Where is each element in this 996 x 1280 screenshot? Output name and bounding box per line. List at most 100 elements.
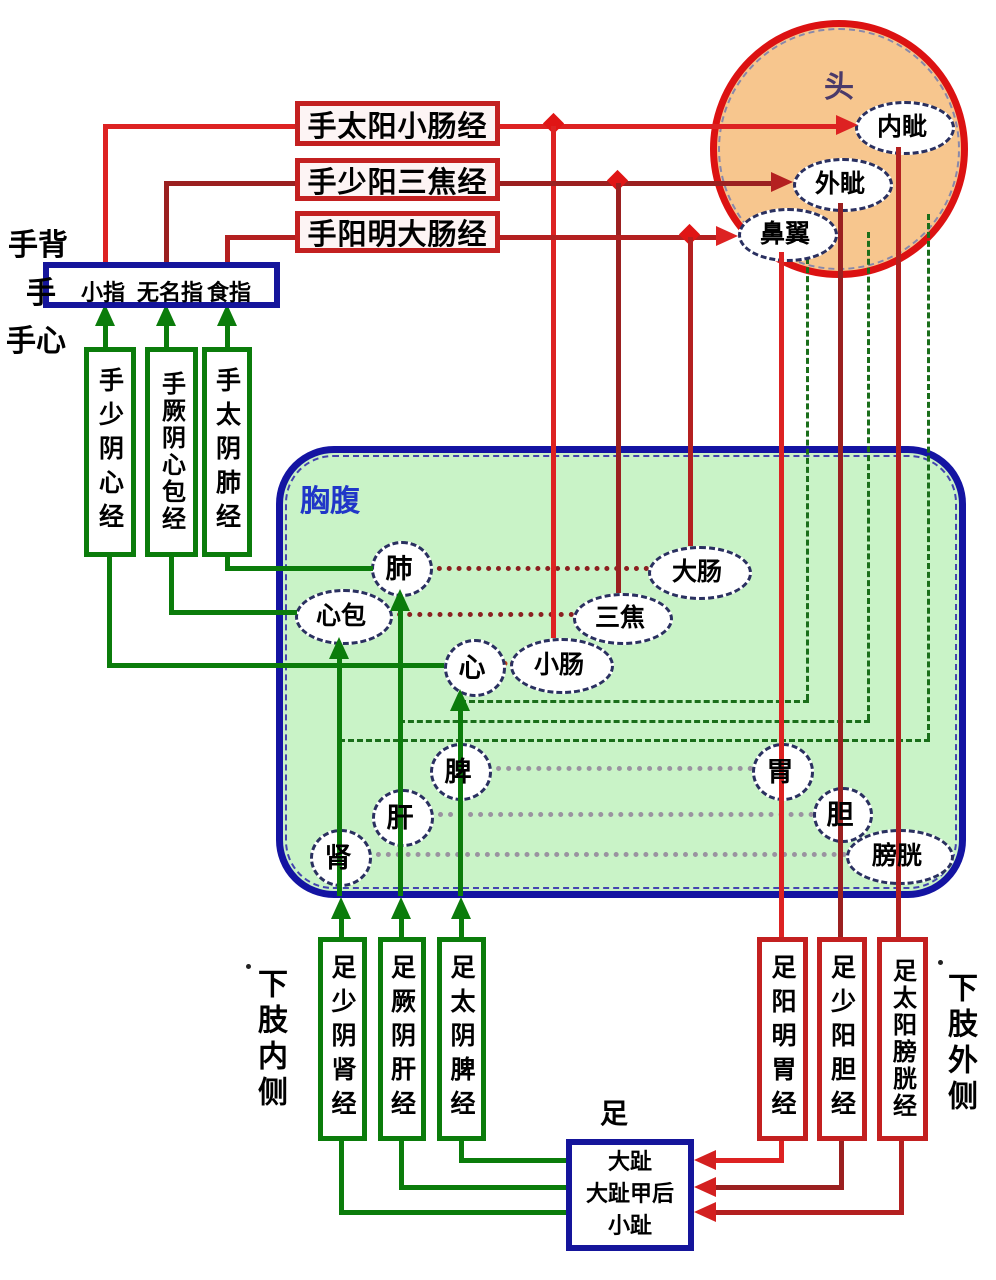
arrow-into-indexfinger (217, 304, 237, 326)
arrow-into-foot-littletoe (694, 1202, 716, 1222)
line-spleen-vertical (458, 711, 463, 896)
dotted-spleen-stomach (486, 766, 753, 771)
line-liver-vertical (398, 611, 403, 896)
arrow-stem-littlefinger (103, 326, 108, 347)
dotted-kidney-bladder (366, 852, 847, 857)
finger-label-ring: 无名指 (137, 281, 204, 306)
foot-yang-box-bladder: 足太阳膀胱经 (877, 937, 928, 1141)
dashed-branch-liver-horizontal (399, 720, 870, 723)
line-largeintestine-left (225, 235, 295, 240)
label-head: 头 (824, 70, 854, 105)
hand-yang-label-smallintestine: 手太阳小肠经 (307, 108, 488, 143)
line-tripleburner-left (164, 181, 295, 186)
label-leg-outer: 下肢外侧 (942, 972, 977, 1116)
foot-box: 大趾 大趾甲后 小趾 (566, 1139, 694, 1251)
line-gallbladder-to-foot-v (839, 1141, 844, 1190)
foot-yang-label-gallbladder: 足少阳胆经 (827, 954, 857, 1124)
line-smallintestine-down (551, 126, 556, 638)
label-leg-inner: 下肢内侧 (252, 968, 287, 1112)
line-kidney-vertical (337, 659, 342, 896)
arrow-spleenline-into-heart (450, 689, 470, 711)
arrow-liverline-into-lung (390, 589, 410, 611)
line-bladder-to-foot-h (716, 1210, 904, 1215)
arrow-kidneymeridian-into-torso (331, 897, 351, 919)
line-largeintestine-right (500, 235, 716, 240)
arrow-into-littlefinger (95, 304, 115, 326)
line-spleenmeridian-foot-h (459, 1158, 566, 1163)
foot-label-bigtoe: 大趾 (607, 1150, 652, 1175)
hand-yin-label-heart: 手少阴心经 (95, 367, 125, 537)
node-pericardium-label: 心包 (315, 601, 366, 630)
node-liver-ellipse (372, 789, 434, 847)
foot-label-littletoe: 小趾 (607, 1214, 652, 1239)
line-gallbladder-down (838, 203, 843, 937)
foot-yin-box-spleen: 足太阴脾经 (437, 937, 486, 1141)
hand-yang-box-tripleburner: 手少阳三焦经 (295, 158, 500, 201)
line-largeintestine-down (688, 237, 693, 546)
arrow-spleenmeridian-into-torso (451, 897, 471, 919)
arrow-into-inner-canthus (836, 115, 858, 135)
hand-yang-label-largeintestine: 手阳明大肠经 (307, 217, 488, 251)
foot-yin-label-liver: 足厥阴肝经 (387, 954, 417, 1124)
hand-yang-box-largeintestine: 手阳明大肠经 (295, 211, 500, 253)
dotted-liver-gallbladder (428, 812, 814, 817)
stray-dot-right (938, 960, 943, 965)
arrow-into-outer-canthus (771, 172, 793, 192)
label-hand-palm: 手心 (6, 324, 66, 359)
dashed-branch-liver-vertical (867, 232, 870, 720)
stray-dot-left (246, 964, 251, 969)
line-smallintestine-stem (103, 124, 108, 264)
node-outer-canthus-ellipse (793, 158, 893, 212)
line-stomach-down (779, 252, 784, 937)
node-nose-wing-label: 鼻翼 (759, 219, 810, 248)
node-large-intestine-ellipse (648, 546, 752, 600)
label-foot: 足 (600, 1097, 629, 1130)
line-bladder-down (896, 147, 901, 937)
dotted-pericardium-tripleburner (387, 612, 574, 617)
foot-yin-label-kidney: 足少阴肾经 (328, 954, 357, 1124)
node-outer-canthus-label: 外眦 (814, 169, 865, 198)
stem-spleenmeridian-into-torso (459, 919, 464, 937)
foot-yin-label-spleen: 足太阴脾经 (447, 954, 476, 1124)
arrow-livermeridian-into-torso (391, 897, 411, 919)
line-lungmeridian-h (225, 566, 373, 571)
hand-yang-box-smallintestine: 手太阳小肠经 (295, 101, 500, 146)
foot-label-bigtoenail: 大趾甲后 (585, 1182, 674, 1207)
foot-yin-box-liver: 足厥阴肝经 (378, 937, 426, 1141)
node-inner-canthus-label: 内眦 (876, 112, 927, 141)
arrow-stem-ringfinger (164, 326, 169, 347)
label-hand: 手 (26, 276, 56, 311)
line-spleenmeridian-foot-v (459, 1141, 464, 1163)
node-lung-label: 肺 (385, 553, 413, 585)
node-small-intestine-ellipse (510, 638, 614, 694)
hand-yang-label-tripleburner: 手少阳三焦经 (307, 164, 488, 199)
dashed-branch-kidney-vertical (927, 214, 930, 739)
hand-yin-box-heart: 手少阴心经 (84, 347, 136, 557)
line-gallbladder-to-foot-h (716, 1185, 844, 1190)
arrow-into-nose-wing (716, 226, 738, 246)
node-heart-ellipse (444, 639, 506, 697)
line-tripleburner-right (500, 181, 771, 186)
dashed-branch-kidney-horizontal (339, 739, 930, 742)
line-stomach-to-foot-h (716, 1158, 782, 1163)
node-heart-label: 心 (458, 652, 486, 684)
node-stomach-label: 胃 (766, 756, 794, 788)
line-pericardiummeridian-v (169, 553, 174, 614)
line-kidneymeridian-foot-h (339, 1210, 566, 1215)
foot-yang-box-gallbladder: 足少阳胆经 (817, 937, 867, 1141)
node-gallbladder-label: 胆 (826, 799, 854, 831)
dashed-branch-spleen-vertical (806, 258, 809, 700)
arrow-stem-indexfinger (225, 326, 230, 347)
hand-yin-label-lung: 手太阴肺经 (212, 367, 242, 537)
arrow-into-ringfinger (156, 304, 176, 326)
dotted-lung-largeintestine (427, 566, 649, 571)
hand-yin-box-lung: 手太阴肺经 (202, 347, 252, 557)
node-bladder-label: 膀胱 (871, 841, 922, 870)
hand-yin-label-pericardium: 手厥阴心包经 (157, 371, 186, 533)
foot-yang-label-stomach: 足阳明胃经 (768, 954, 797, 1124)
finger-label-little: 小指 (81, 281, 126, 306)
line-smallintestine-right (500, 124, 836, 129)
node-spleen-label: 脾 (444, 756, 472, 788)
node-small-intestine-label: 小肠 (533, 650, 584, 679)
foot-yin-box-kidney: 足少阴肾经 (318, 937, 367, 1141)
